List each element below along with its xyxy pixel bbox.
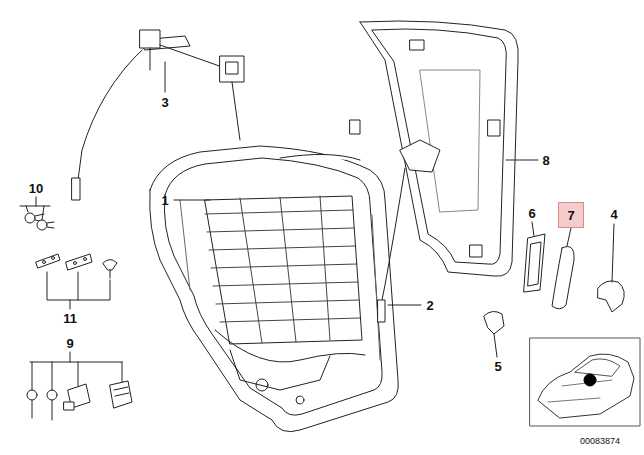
callout-number: 4: [610, 208, 617, 221]
drawing-number: 00083874: [580, 437, 620, 446]
backrest-frame: [150, 146, 399, 432]
callout-number: 10: [29, 182, 43, 195]
callout-number: 11: [63, 312, 77, 325]
callout-number: 1: [161, 194, 168, 207]
clip-parts: [36, 254, 117, 278]
callout-number: 7: [567, 209, 574, 222]
vehicle-locator-inset: [530, 338, 640, 426]
screw-parts: [25, 213, 54, 230]
highlighted-callout-box: 7: [558, 202, 584, 228]
callout-number: 3: [161, 96, 168, 109]
callout-number: 2: [426, 299, 433, 312]
fastener-parts: [27, 381, 132, 420]
release-cable: [280, 140, 440, 322]
callout-number: 8: [542, 154, 549, 167]
callout-number: 5: [494, 360, 501, 373]
release-mechanism: [72, 30, 244, 200]
trim-parts: [484, 234, 624, 334]
callout-number: 6: [528, 207, 535, 220]
callout-number: 9: [66, 337, 73, 350]
leader-lines: [20, 62, 614, 390]
